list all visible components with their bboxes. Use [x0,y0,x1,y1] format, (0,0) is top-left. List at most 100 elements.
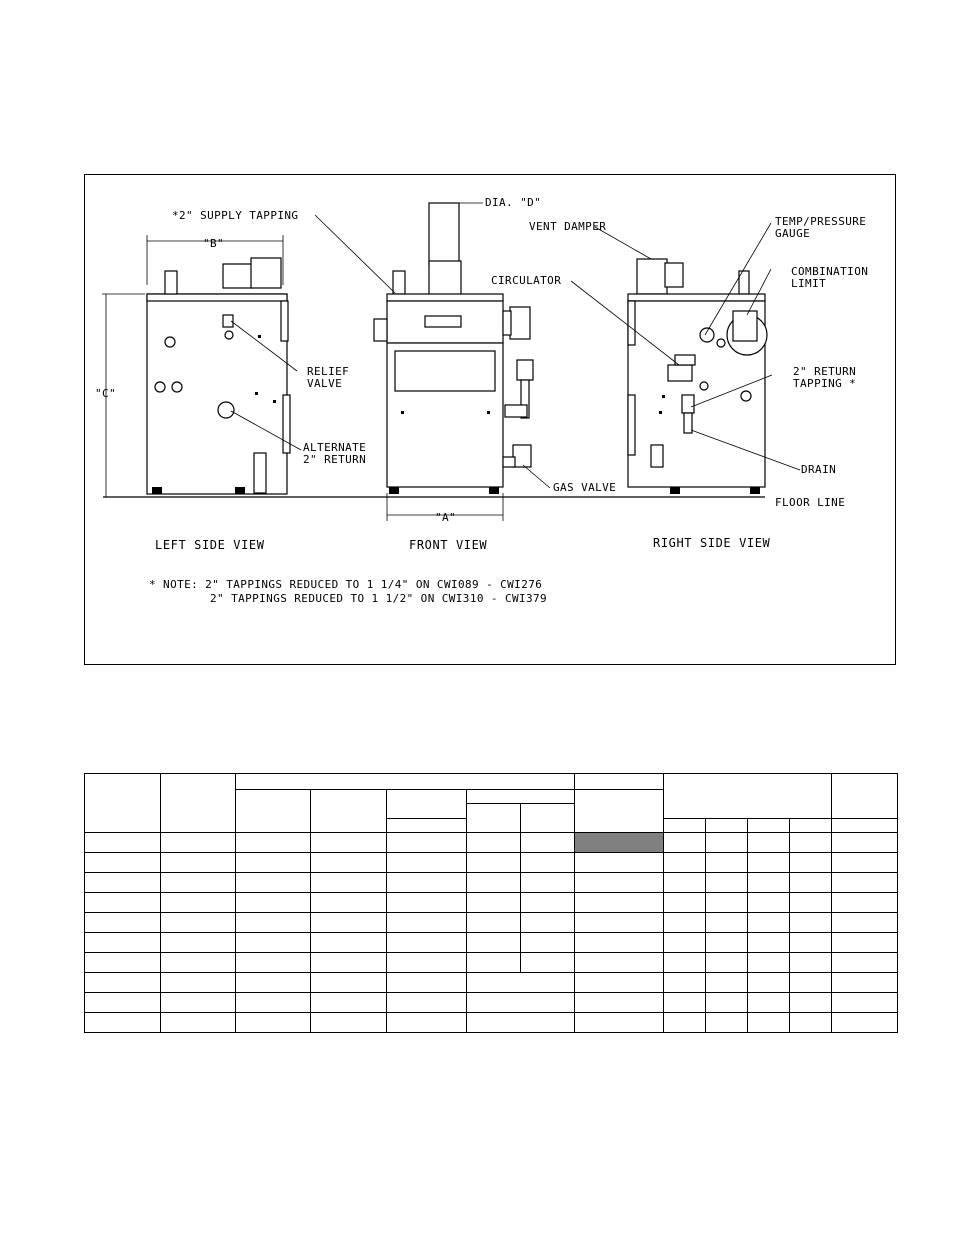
table-cell [663,992,707,1013]
table-cell [160,912,236,933]
table-cell [160,872,236,893]
table-cell [747,912,791,933]
table-cell [747,852,791,873]
table-cell [466,892,521,913]
table-cell [705,932,749,953]
left-side-view-title: LEFT SIDE VIEW [155,538,265,552]
table-cell [235,892,311,913]
table-cell [705,952,749,973]
table-cell [574,852,665,873]
table-header-cell [747,818,791,833]
table-cell [84,852,161,873]
table-cell [386,892,467,913]
table-cell [310,972,387,993]
leader-lines [230,214,801,489]
table-header-cell [663,818,707,833]
temp-pressure-label-line1: TEMP/PRESSURE [775,215,866,228]
table-row [84,972,899,993]
table-cell [789,1012,833,1033]
table-cell [310,1012,387,1033]
table-cell [235,952,311,973]
table-cell [574,872,665,893]
table-cell [831,932,899,953]
table-cell [160,832,236,853]
b-dimension-label: "B" [203,237,224,250]
table-cell [705,852,749,873]
table-cell [747,992,791,1013]
table-cell [789,892,833,913]
table-header-cell [386,789,467,819]
table-cell [235,1012,311,1033]
table-cell [789,852,833,873]
table-cell [160,952,236,973]
table-cell [466,952,521,973]
table-header-cell [234,773,576,790]
table-header-row-2 [85,789,898,833]
table-cell [160,852,236,873]
table-cell [574,992,665,1013]
combination-limit-label-line2: LIMIT [791,277,826,290]
table-cell [519,932,576,953]
table-cell [235,852,311,873]
table-cell [386,832,467,853]
temp-pressure-label-line2: GAUGE [775,227,810,240]
return-tapping-label-line2: TAPPING * [793,377,856,390]
table-cell [386,972,467,993]
table-header-cell [160,773,236,833]
table-cell [160,932,236,953]
table-cell [705,832,749,853]
table-body [84,832,899,1033]
table-row [84,832,899,853]
table-cell [466,852,521,873]
note-line-1: * NOTE: 2" TAPPINGS REDUCED TO 1 1/4" ON… [149,578,542,591]
table-cell [574,972,665,993]
table-cell [160,992,236,1013]
table-cell [519,872,576,893]
table-cell [705,972,749,993]
table-cell [574,832,665,853]
table-header-cell [574,773,665,790]
table-cell [386,992,467,1013]
floor-line-label: FLOOR LINE [775,496,845,509]
table-cell [663,912,707,933]
left-side-view [102,235,291,497]
table-cell [574,952,665,973]
right-side-view [627,258,768,494]
table-row [84,992,899,1013]
table-header-cell [235,789,311,833]
table-cell [84,972,161,993]
table-header-row-1 [84,773,899,833]
table-header-cell [574,789,665,833]
drain-label: DRAIN [801,463,836,476]
note-line-2: 2" TAPPINGS REDUCED TO 1 1/2" ON CWI310 … [210,592,547,605]
table-cell [160,972,236,993]
a-dimension-label: "A" [435,511,456,524]
table-cell [84,992,161,1013]
table-cell [747,972,791,993]
table-cell [466,912,521,933]
table-row [84,1012,899,1033]
table-cell [789,952,833,973]
table-cell [747,832,791,853]
table-cell [310,912,387,933]
table-header-cell [310,789,387,833]
table-cell [310,872,387,893]
table-cell [663,852,707,873]
table-cell [235,992,311,1013]
table-cell [160,1012,236,1033]
return-tapping-label-line1: 2" RETURN [793,365,856,378]
c-dimension-label: "C" [95,387,116,400]
combination-limit-label-line1: COMBINATION [791,265,868,278]
circulator-label: CIRCULATOR [491,274,561,287]
table-cell [310,992,387,1013]
table-cell [310,852,387,873]
table-cell [574,932,665,953]
table-cell [466,872,521,893]
table-cell [235,972,311,993]
table-header-cell [789,818,833,833]
table-cell [574,892,665,913]
vent-damper-label: VENT DAMPER [529,220,606,233]
relief-valve-label-line1: RELIEF [307,365,349,378]
table-cell [160,892,236,913]
table-row [84,892,899,913]
